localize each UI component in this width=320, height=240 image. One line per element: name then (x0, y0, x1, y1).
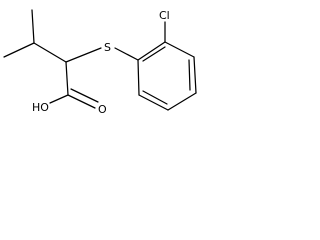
ring-bond-5 (138, 94, 169, 111)
bond-alpha-sulfur (65, 47, 102, 63)
bond-methyl-top (31, 9, 35, 44)
ring-bond-4 (167, 92, 197, 111)
ring-double-inner-2 (188, 59, 191, 91)
ring-bond-1 (137, 41, 166, 61)
bond-carboxyl-oxygen-double-a (67, 94, 96, 109)
hydroxyl-label: HO (32, 101, 49, 114)
bond-carboxyl-oxygen-double-b (70, 88, 99, 103)
sulfur-label: S (104, 41, 111, 54)
bond-sulfur-ring (114, 47, 139, 61)
chlorine-label: Cl (159, 9, 170, 22)
bond-carboxyl-hydroxyl (49, 94, 69, 104)
bond-alpha-carboxyl (65, 61, 69, 96)
ring-double-inner-1 (142, 46, 166, 62)
chemical-structure: Cl S HO O (3, 9, 197, 116)
ring-bond-3 (193, 56, 197, 94)
ring-bond-6 (137, 59, 140, 96)
bond-isopropyl-alpha (33, 42, 67, 63)
bond-methyl-left (3, 42, 35, 58)
carbonyl-oxygen-label: O (98, 103, 107, 116)
ring-bond-2 (164, 41, 195, 58)
ring-double-inner-3 (142, 90, 168, 105)
